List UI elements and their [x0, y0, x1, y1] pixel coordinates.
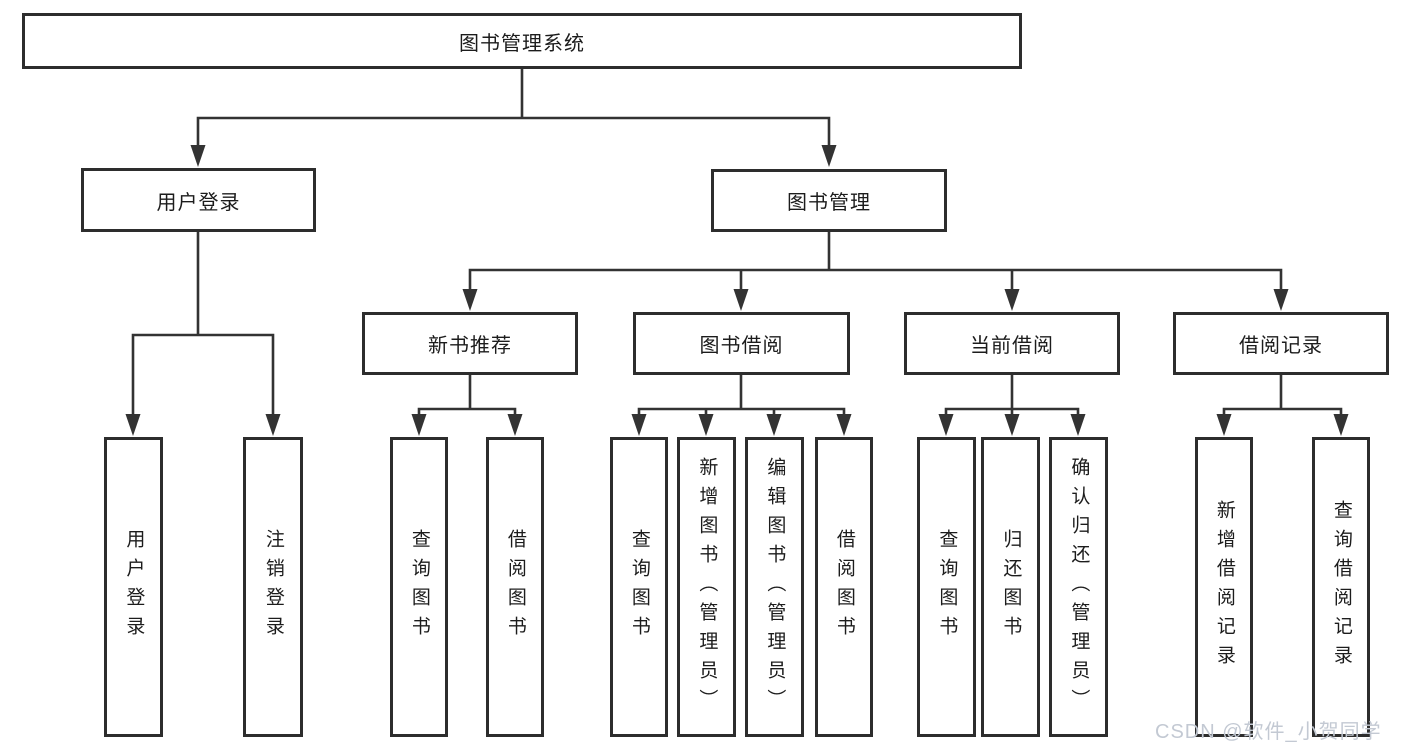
node-user-login: 用户登录 [81, 168, 316, 232]
leaf-add-book-admin: 新增图书（管理员） [677, 437, 736, 737]
node-book-borrow: 图书借阅 [633, 312, 850, 375]
leaf-return-book-label: 归还图书 [1000, 529, 1022, 645]
leaf-confirm-return-admin-label: 确认归还（管理员） [1068, 456, 1090, 718]
node-user-login-label: 用户登录 [156, 191, 241, 214]
leaf-logout-label: 注销登录 [262, 529, 284, 645]
leaf-confirm-return-admin: 确认归还（管理员） [1049, 437, 1108, 737]
watermark: CSDN @软件_小贺同学 [1155, 721, 1382, 743]
leaf-query-borrow-record-label: 查询借阅记录 [1330, 500, 1352, 674]
node-book-management-label: 图书管理 [787, 192, 871, 214]
node-borrow-records-label: 借阅记录 [1239, 335, 1323, 357]
leaf-edit-book-admin: 编辑图书（管理员） [745, 437, 804, 737]
leaf-user-login-label: 用户登录 [123, 529, 145, 645]
node-current-borrow: 当前借阅 [904, 312, 1120, 375]
leaf-query-books-3-label: 查询图书 [936, 529, 958, 645]
leaf-query-borrow-record: 查询借阅记录 [1312, 437, 1370, 737]
leaf-query-books-3: 查询图书 [917, 437, 976, 737]
node-book-management: 图书管理 [711, 169, 947, 232]
leaf-return-book: 归还图书 [981, 437, 1040, 737]
node-new-book-recommend-label: 新书推荐 [428, 335, 512, 357]
node-new-book-recommend: 新书推荐 [362, 312, 578, 375]
leaf-logout: 注销登录 [243, 437, 303, 737]
leaf-add-borrow-record: 新增借阅记录 [1195, 437, 1253, 737]
node-current-borrow-label: 当前借阅 [970, 335, 1054, 357]
leaf-borrow-books-1-label: 借阅图书 [504, 529, 526, 645]
node-root-label: 图书管理系统 [459, 32, 585, 55]
node-root: 图书管理系统 [22, 13, 1022, 69]
leaf-query-books-1: 查询图书 [390, 437, 448, 737]
leaf-query-books-2-label: 查询图书 [628, 529, 650, 645]
leaf-add-book-admin-label: 新增图书（管理员） [696, 456, 718, 718]
node-book-borrow-label: 图书借阅 [699, 335, 784, 357]
leaf-user-login: 用户登录 [104, 437, 163, 737]
leaf-query-books-2: 查询图书 [610, 437, 668, 737]
leaf-borrow-books-2: 借阅图书 [815, 437, 873, 737]
leaf-borrow-books-2-label: 借阅图书 [833, 529, 855, 645]
leaf-edit-book-admin-label: 编辑图书（管理员） [764, 456, 786, 718]
leaf-borrow-books-1: 借阅图书 [486, 437, 544, 737]
leaf-query-books-1-label: 查询图书 [408, 529, 430, 645]
leaf-add-borrow-record-label: 新增借阅记录 [1213, 500, 1235, 674]
node-borrow-records: 借阅记录 [1173, 312, 1389, 375]
